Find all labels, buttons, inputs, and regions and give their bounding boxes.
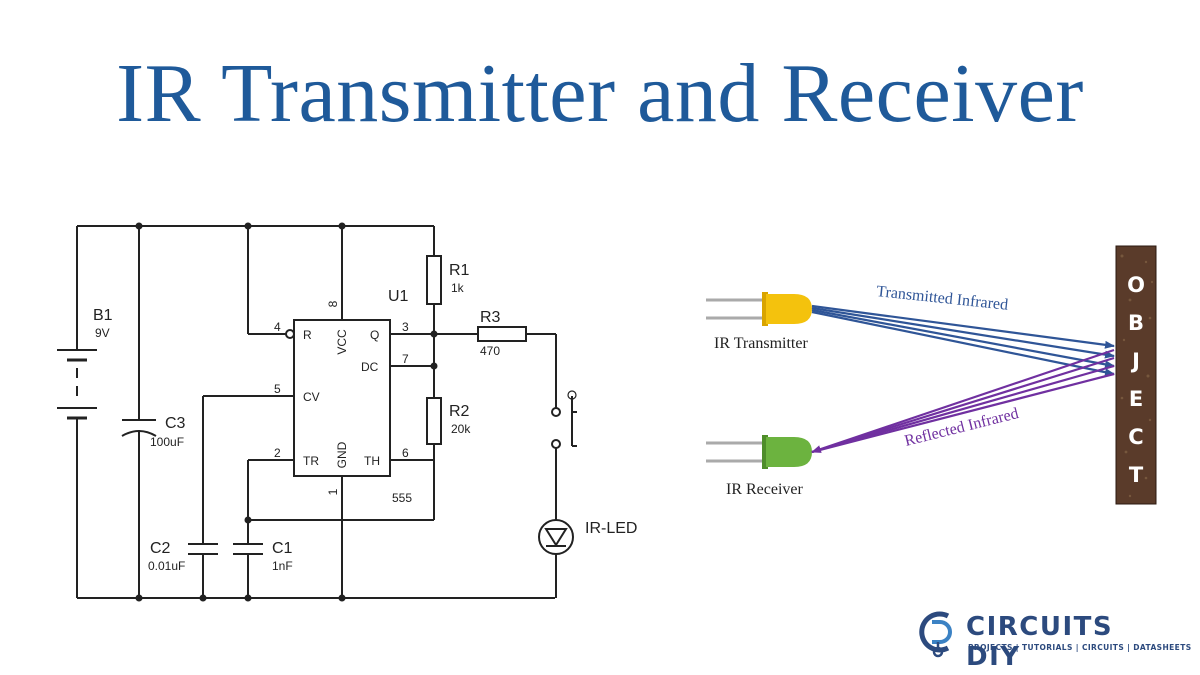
reflected-infrared-label: Reflected Infrared: [903, 405, 1020, 450]
ir-transmitter-label: IR Transmitter: [714, 335, 808, 352]
pin-number-7: 7: [402, 352, 409, 366]
logo-tagline: PROJECTS | TUTORIALS | CIRCUITS | DATASH…: [968, 643, 1192, 652]
object-letter: J: [1130, 349, 1140, 373]
ic-555-body: [293, 319, 391, 477]
pin-number-8: 8: [326, 300, 340, 307]
ir-transmitter-led: [706, 292, 812, 326]
logo-name: CIRCUITS DIY: [966, 612, 1114, 672]
c1-value: 1nF: [272, 559, 293, 573]
push-button-switch: [551, 390, 577, 449]
pin-label-cv: CV: [303, 390, 320, 404]
object-letter: E: [1129, 387, 1143, 411]
b1-value: 9V: [95, 326, 110, 340]
resistor-r1: [426, 255, 442, 305]
junction-dots: [135, 222, 438, 602]
pin-label-gnd: GND: [335, 441, 349, 468]
pin-label-vcc: VCC: [335, 329, 349, 355]
capacitor-c1: [233, 543, 263, 555]
pin-number-1: 1: [326, 488, 340, 495]
u1-label: U1: [388, 288, 409, 305]
pin-number-5: 5: [274, 382, 281, 396]
object-letter: T: [1129, 463, 1144, 487]
capacitor-c2: [188, 543, 218, 555]
c1-label: C1: [272, 540, 293, 557]
schematic: [57, 225, 577, 599]
object-letter: O: [1127, 273, 1145, 297]
transmitted-infrared-rays: [811, 304, 1115, 377]
battery-b1: [57, 349, 97, 420]
pin-label-tr: TR: [303, 454, 319, 468]
ir-receiver-led: [706, 435, 812, 469]
c3-value: 100uF: [150, 435, 184, 449]
r2-label: R2: [449, 403, 470, 420]
ir-led-label: IR-LED: [585, 520, 637, 537]
ir-receiver-label: IR Receiver: [726, 481, 804, 498]
reflected-infrared-rays: [811, 348, 1115, 454]
pin-number-6: 6: [402, 446, 409, 460]
object-letter: B: [1128, 311, 1144, 335]
pin-number-2: 2: [274, 446, 281, 460]
pin-number-3: 3: [402, 320, 409, 334]
resistor-r3: [477, 326, 527, 342]
pin-number-4: 4: [274, 320, 281, 334]
b1-label: B1: [93, 307, 113, 324]
object-letter: C: [1128, 425, 1143, 449]
resistor-r2: [426, 397, 442, 445]
pin-label-r: R: [303, 328, 312, 342]
r2-value: 20k: [451, 422, 471, 436]
r3-label: R3: [480, 309, 501, 326]
transmitted-infrared-label: Transmitted Infrared: [876, 283, 1009, 314]
page-title: IR Transmitter and Receiver: [116, 47, 1084, 140]
pin-label-dc: DC: [361, 360, 379, 374]
pin-label-q: Q: [370, 328, 379, 342]
ic-part-number: 555: [392, 491, 412, 505]
r1-value: 1k: [451, 281, 465, 295]
c2-value: 0.01uF: [148, 559, 185, 573]
object-texture: [1120, 254, 1154, 498]
pin-label-th: TH: [364, 454, 380, 468]
object-block: [1115, 245, 1157, 505]
logo-mark-icon: [919, 611, 952, 658]
ir-led-symbol: [538, 519, 574, 555]
c2-label: C2: [150, 540, 171, 557]
c3-label: C3: [165, 415, 186, 432]
circuits-diy-logo: CIRCUITS DIY PROJECTS | TUTORIALS | CIRC…: [918, 608, 1191, 672]
r3-value: 470: [480, 344, 500, 358]
r1-label: R1: [449, 262, 470, 279]
object-letters: O B J E C T: [1127, 273, 1145, 487]
